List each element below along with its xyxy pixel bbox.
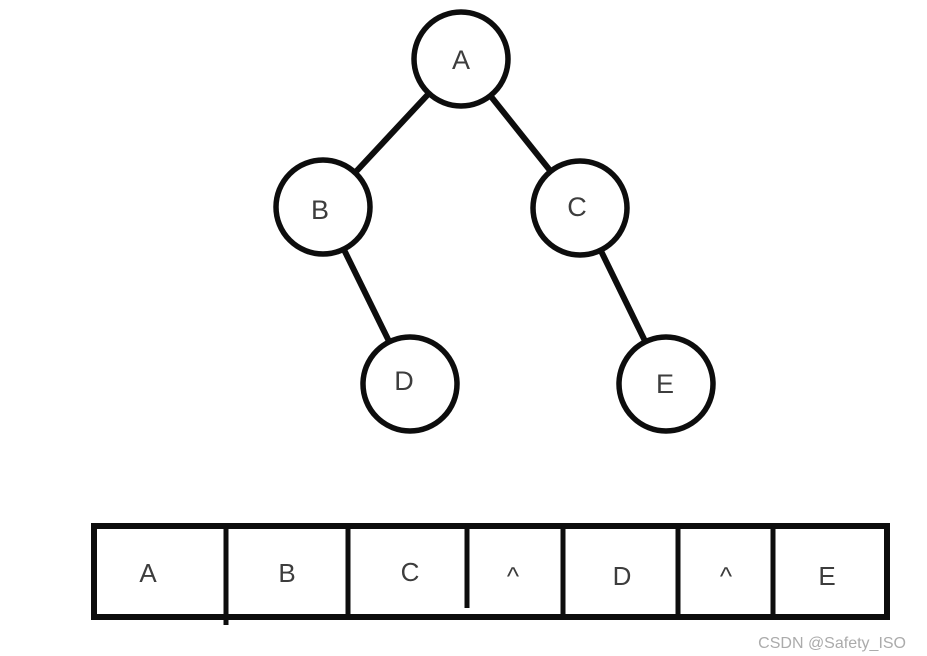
tree-node-b: B bbox=[273, 157, 373, 257]
tree-node-e: E bbox=[616, 334, 716, 434]
array-cell-0: A bbox=[139, 558, 157, 588]
node-a-label: A bbox=[452, 45, 470, 75]
node-a-circle bbox=[411, 9, 511, 109]
tree-node-a: A bbox=[411, 9, 511, 109]
node-b-circle bbox=[273, 157, 373, 257]
node-c-label: C bbox=[567, 192, 587, 222]
node-d-label: D bbox=[394, 366, 414, 396]
node-b-label: B bbox=[311, 195, 329, 225]
array-cell-1: B bbox=[278, 558, 295, 588]
watermark-text: CSDN @Safety_ISO bbox=[758, 635, 906, 652]
array-cell-4: D bbox=[613, 561, 632, 591]
tree-node-c: C bbox=[530, 158, 630, 258]
array-cell-6: E bbox=[818, 561, 835, 591]
array-representation: A B C ^ D ^ E bbox=[91, 523, 890, 625]
array-outline bbox=[91, 523, 890, 620]
tree-node-d: D bbox=[360, 334, 460, 434]
node-e-label: E bbox=[656, 369, 674, 399]
node-e-circle bbox=[616, 334, 716, 434]
array-cell-3: ^ bbox=[507, 561, 520, 591]
node-c-circle bbox=[530, 158, 630, 258]
array-cell-2: C bbox=[401, 557, 420, 587]
array-cell-5: ^ bbox=[720, 561, 733, 591]
node-d-circle bbox=[360, 334, 460, 434]
